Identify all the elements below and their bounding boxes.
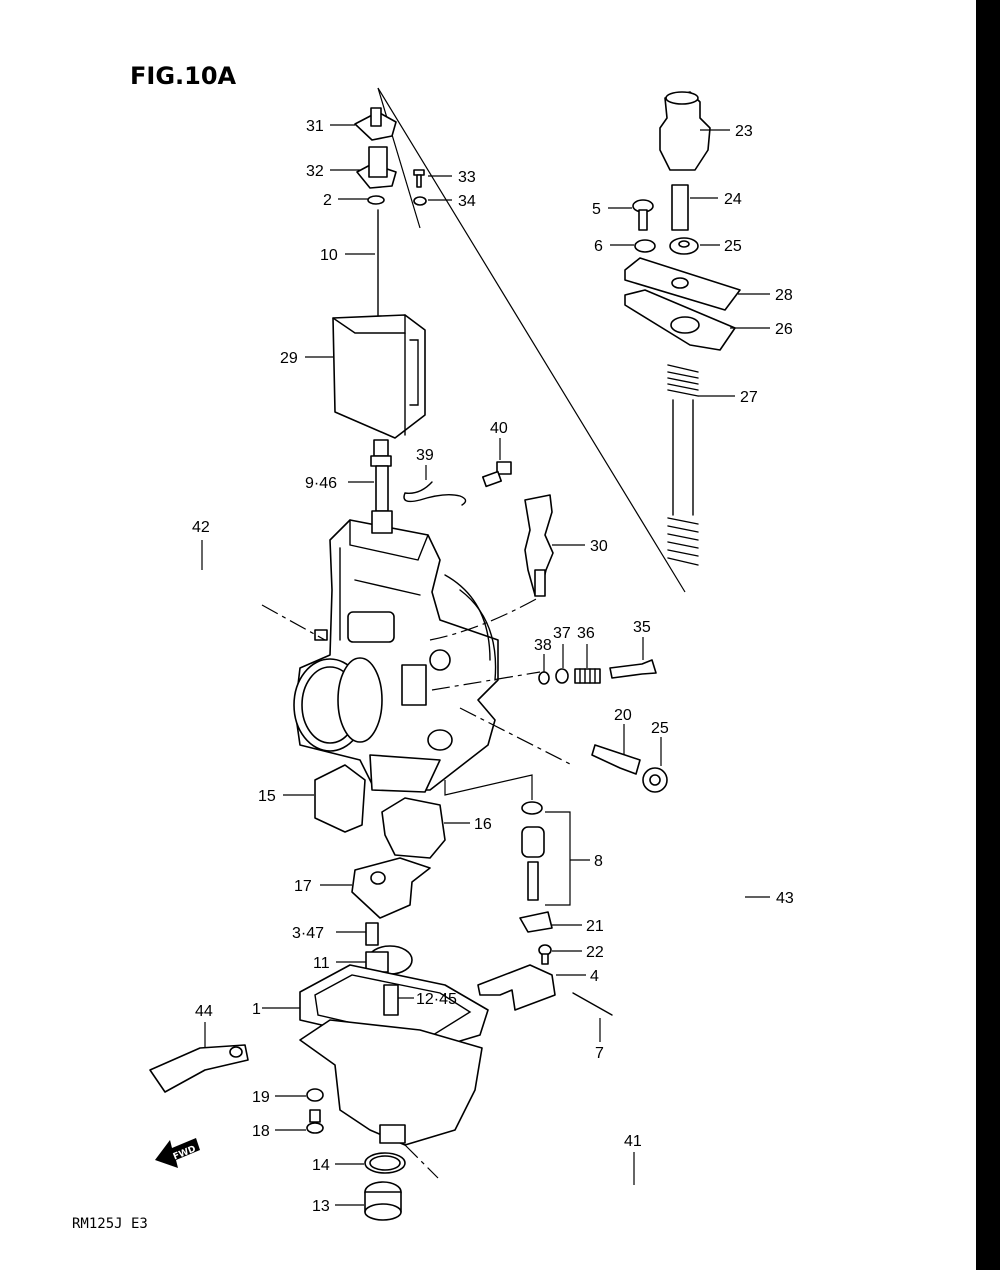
washer-2 [367, 195, 385, 205]
label-32: 32 [306, 163, 324, 180]
label-20: 20 [614, 707, 632, 724]
float-bowl [299, 1019, 483, 1146]
label-40: 40 [490, 420, 508, 437]
boundary-line-2 [377, 87, 421, 229]
needle-jet-12-45 [383, 984, 399, 1016]
label-31: 31 [306, 118, 324, 135]
hose-42 [155, 569, 267, 1010]
o-ring-14 [364, 1152, 406, 1174]
washer-37 [555, 668, 569, 684]
label-5: 5 [592, 201, 601, 218]
air-screw-35 [609, 659, 657, 679]
label-6: 6 [594, 238, 603, 255]
label-4: 4 [590, 968, 599, 985]
washer-6 [634, 239, 656, 253]
label-44: 44 [195, 1003, 213, 1020]
label-7: 7 [595, 1045, 604, 1062]
label-9-46: 9·46 [305, 475, 337, 492]
leader-lines [201, 124, 770, 1206]
label-23: 23 [735, 123, 753, 140]
screw-5 [632, 199, 654, 231]
label-12-45: 12·45 [416, 991, 457, 1008]
label-29: 29 [280, 350, 298, 367]
washer-19 [306, 1088, 324, 1102]
spring-36 [574, 668, 601, 684]
label-42: 42 [192, 519, 210, 536]
fwd-arrow-icon: FWD [155, 1138, 200, 1168]
figure-title: FIG.10A [130, 62, 237, 90]
screw-33 [413, 169, 425, 188]
cap-16 [381, 797, 446, 859]
bracket-15 [314, 764, 366, 833]
label-26: 26 [775, 321, 793, 338]
label-39: 39 [416, 447, 434, 464]
label-38: 38 [534, 637, 552, 654]
label-41: 41 [624, 1133, 642, 1150]
part-labels: 31 32 33 2 34 10 29 9·46 39 40 30 42 38 … [192, 118, 794, 1215]
label-35: 35 [633, 619, 651, 636]
label-36: 36 [577, 625, 595, 642]
throttle-cable-adjuster-31 [354, 107, 397, 141]
clip-44 [149, 1044, 249, 1093]
pilot-jet-3-47 [365, 922, 379, 946]
label-14: 14 [312, 1157, 330, 1174]
clip-39 [403, 481, 467, 506]
float-4 [477, 964, 556, 1011]
gasket-26 [624, 289, 736, 351]
label-11: 11 [313, 955, 330, 972]
nut-25-upper [669, 237, 699, 255]
boundary-line [377, 87, 686, 593]
scan-edge-bar [976, 0, 1000, 1270]
float-needle-8 [521, 801, 545, 901]
label-27: 27 [740, 389, 758, 406]
plate-17 [351, 857, 431, 919]
screw-22 [538, 944, 552, 965]
nut-25-lower [642, 767, 668, 793]
needle-jet-9-46 [370, 439, 393, 534]
cap-32 [356, 146, 397, 189]
screw-40 [481, 461, 512, 488]
plate-28 [624, 257, 741, 311]
screw-18 [306, 1109, 324, 1134]
label-16: 16 [474, 816, 492, 833]
float-pin-7 [572, 992, 613, 1016]
carburetor-body [293, 519, 499, 793]
throttle-valve-29 [332, 314, 426, 439]
label-43: 43 [776, 890, 794, 907]
adjuster-24 [671, 184, 689, 231]
label-21: 21 [586, 918, 604, 935]
label-3-47: 3·47 [292, 925, 324, 942]
label-30: 30 [590, 538, 608, 555]
label-2: 2 [323, 192, 332, 209]
throttle-stop-screw-20 [591, 744, 641, 775]
label-1: 1 [252, 1001, 261, 1018]
drain-plug-13 [364, 1181, 402, 1221]
label-34: 34 [458, 193, 476, 210]
label-10: 10 [320, 247, 338, 264]
ring-38 [538, 671, 550, 685]
washer-34 [413, 196, 427, 206]
label-25-upper: 25 [724, 238, 742, 255]
label-19: 19 [252, 1089, 270, 1106]
label-13: 13 [312, 1198, 330, 1215]
hose-41 [433, 1171, 845, 1210]
label-17: 17 [294, 878, 312, 895]
starter-plunger-30 [524, 494, 554, 597]
label-15: 15 [258, 788, 276, 805]
label-24: 24 [724, 191, 742, 208]
label-18: 18 [252, 1123, 270, 1140]
label-28: 28 [775, 287, 793, 304]
label-37: 37 [553, 625, 571, 642]
spring-27 [667, 364, 699, 566]
float-arm-pin-21 [519, 911, 553, 933]
label-22: 22 [586, 944, 604, 961]
hose-43 [567, 760, 750, 1145]
model-code: RM125J E3 [72, 1216, 148, 1232]
label-8: 8 [594, 853, 603, 870]
label-33: 33 [458, 169, 476, 186]
rubber-cap-23 [659, 91, 711, 171]
label-25-lower: 25 [651, 720, 669, 737]
